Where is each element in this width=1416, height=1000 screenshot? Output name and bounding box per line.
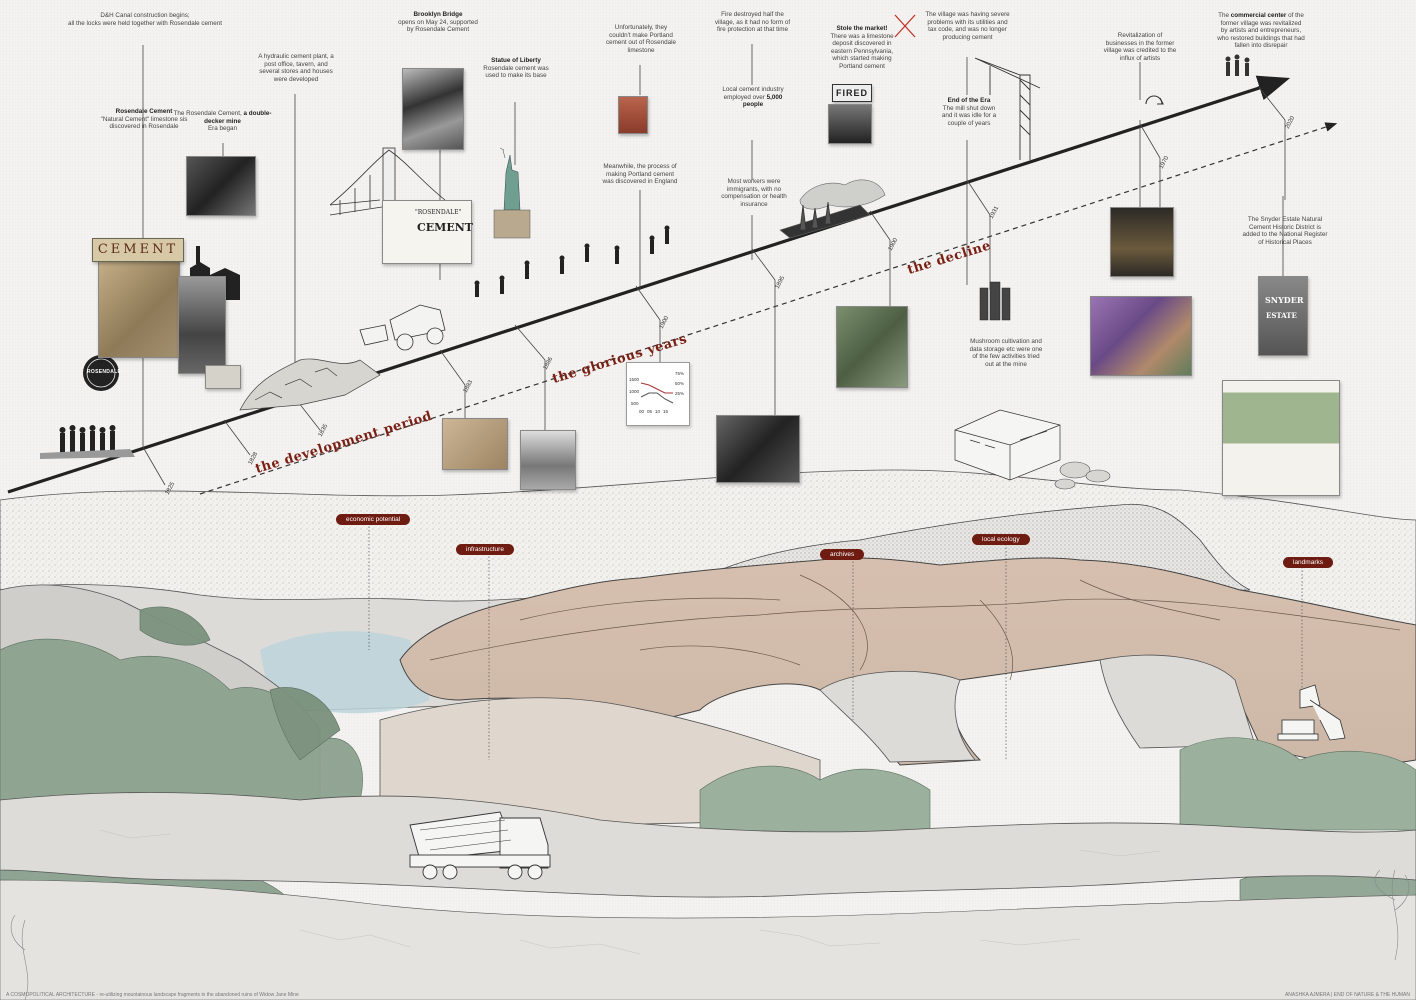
chart-y-500: 500 <box>631 401 639 406</box>
tag-infrastructure[interactable]: infrastructure <box>456 544 514 555</box>
cement-ad-word: CEMENT <box>417 221 473 234</box>
note-end-era: End of the Era The mill shut down and it… <box>920 97 1018 127</box>
note-brooklyn-bridge: Brooklyn Bridge opens on May 24, support… <box>382 11 494 34</box>
tag-local-ecology[interactable]: local ecology <box>972 534 1030 545</box>
snyder-text: SNYDER <box>1265 295 1304 305</box>
note-rosendale-cement: Rosendale Cement "Natural Cement" limest… <box>88 108 200 131</box>
note-double-decker: The Rosendale Cement, a double-decker mi… <box>165 110 280 133</box>
estate-text: ESTATE <box>1266 311 1297 320</box>
note-portland-fail-text: Unfortunately, they couldn't make Portla… <box>605 24 676 54</box>
note-mushroom-text: Mushroom cultivation and data storage et… <box>969 338 1043 368</box>
note-fire-text: Fire destroyed half the village, as it h… <box>714 11 791 34</box>
photo-mine-cave-1900 <box>836 306 908 388</box>
cement-ad-text: "ROSENDALE" <box>415 209 462 216</box>
note-stole-market-text: There was a limestone deposit discovered… <box>830 32 894 70</box>
note-snyder-estate-text: The Snyder Estate Natural Cement Histori… <box>1242 216 1328 246</box>
photo-mine-entrance <box>828 104 872 144</box>
note-brooklyn-bridge-text: opens on May 24, supported by Rosendale … <box>398 18 478 34</box>
note-double-decker-post: Era began <box>207 125 238 133</box>
note-end-era-title: End of the Era <box>947 97 991 104</box>
photo-workers-1895 <box>716 415 800 483</box>
note-hydraulic-plant-text: A hydraulic cement plant, a post office,… <box>258 53 334 83</box>
chart-y-1000: 1000 <box>629 389 640 394</box>
note-employed-pre: Local cement industry employed over <box>722 86 784 101</box>
note-statue-liberty-title: Statue of Liberty <box>491 57 541 64</box>
note-statue-liberty: Statue of Liberty Rosendale cement was u… <box>466 57 566 80</box>
photo-purple-house <box>1090 296 1192 376</box>
photo-festival <box>1110 207 1174 277</box>
note-dh-canal: D&H Canal construction begins; all the l… <box>40 12 250 27</box>
chart-r-25: 25% <box>675 391 685 396</box>
note-stole-market: Stole the market! There was a limestone … <box>808 25 916 71</box>
photo-mine-1828 <box>186 156 256 216</box>
rosendale-badge-text: ROSENDALE <box>87 369 122 375</box>
photo-worker-2 <box>205 365 241 389</box>
photo-cement-ad: "ROSENDALE" CEMENT <box>382 200 473 264</box>
tag-economic-potential[interactable]: economic potential <box>336 514 411 525</box>
photo-brooklyn-bridge <box>402 68 464 150</box>
note-immigrants-text: Most workers were immigrants, with no co… <box>721 178 787 208</box>
note-employed-post: people <box>742 101 764 109</box>
note-portland-england-text: Meanwhile, the process of making Portlan… <box>602 163 678 186</box>
note-statue-liberty-text: Rosendale cement was used to make its ba… <box>483 64 549 80</box>
note-revitalization-text: Revitalization of businesses in the form… <box>1103 32 1177 62</box>
photo-museum-website <box>1222 380 1340 496</box>
chart-r-50: 50% <box>675 381 685 386</box>
note-stole-market-title: Stole the market! <box>836 25 888 32</box>
note-end-era-text: The mill shut down and it was idle for a… <box>941 104 997 127</box>
note-double-decker-bold: a double-decker mine <box>204 110 272 125</box>
note-employed: Local cement industry employed over 5,00… <box>694 86 812 109</box>
footer-left: A COSMOPOLITICAL ARCHITECTURE - re-utili… <box>6 992 299 998</box>
chart-x-10: 10 <box>655 409 661 414</box>
chart-x-05: 05 <box>647 409 653 414</box>
cement-sign-text: CEMENT <box>97 242 179 257</box>
note-employed-bold: 5,000 <box>766 93 783 101</box>
note-rosendale-cement-text: "Natural Cement" limestone sis discovere… <box>100 115 188 131</box>
note-commercial-center-bold: commercial center <box>1230 12 1287 19</box>
fired-sign-text: FIRED <box>836 88 868 98</box>
photo-snyder-sign: SNYDER ESTATE <box>1258 276 1308 356</box>
note-rosendale-cement-title: Rosendale Cement <box>115 108 173 115</box>
note-village-problems-text: The village was having severe problems w… <box>925 11 1010 41</box>
chart-x-00: 00 <box>639 409 645 414</box>
footer-right: ANASHKA AJMERA | END OF NATURE & THE HUM… <box>1284 992 1410 998</box>
photo-factory-1835 <box>442 418 508 470</box>
photo-cement-sign: CEMENT <box>92 238 184 262</box>
note-immigrants: Most workers were immigrants, with no co… <box>700 178 808 208</box>
note-brooklyn-bridge-title: Brooklyn Bridge <box>413 11 463 18</box>
tag-landmarks[interactable]: landmarks <box>1283 557 1333 568</box>
photo-building-1883 <box>520 430 576 490</box>
note-mushroom: Mushroom cultivation and data storage et… <box>950 338 1062 368</box>
photo-worker <box>178 276 226 374</box>
tag-archives[interactable]: archives <box>820 549 865 560</box>
note-dh-canal-text: D&H Canal construction begins; all the l… <box>67 12 222 27</box>
chart-y-1500: 1500 <box>629 377 640 382</box>
note-portland-england: Meanwhile, the process of making Portlan… <box>580 163 700 186</box>
chart-r-75: 75% <box>675 371 685 376</box>
note-snyder-estate: The Snyder Estate Natural Cement Histori… <box>1225 216 1345 246</box>
photo-cement-bag <box>618 96 648 134</box>
note-double-decker-pre: The Rosendale Cement, <box>173 110 242 117</box>
note-village-problems: The village was having severe problems w… <box>905 11 1030 41</box>
note-commercial-center-post: of the former village was revitalized by… <box>1217 12 1305 50</box>
photo-fired-sign: FIRED <box>832 84 872 102</box>
note-fire: Fire destroyed half the village, as it h… <box>690 11 815 34</box>
note-portland-fail: Unfortunately, they couldn't make Portla… <box>586 24 696 54</box>
chart-x-15: 15 <box>663 409 669 414</box>
mixer-truck-drawing <box>409 811 551 880</box>
note-revitalization: Revitalization of businesses in the form… <box>1080 32 1200 62</box>
note-hydraulic-plant: A hydraulic cement plant, a post office,… <box>240 53 352 83</box>
note-commercial-center: The commercial center of the former vill… <box>1205 12 1317 50</box>
photo-map-cement <box>98 248 180 358</box>
small-chart-lines <box>640 382 674 404</box>
small-chart: 1500 1000 500 75% 50% 25% 00 05 10 15 <box>626 362 690 426</box>
note-commercial-center-pre: The <box>1218 12 1229 19</box>
